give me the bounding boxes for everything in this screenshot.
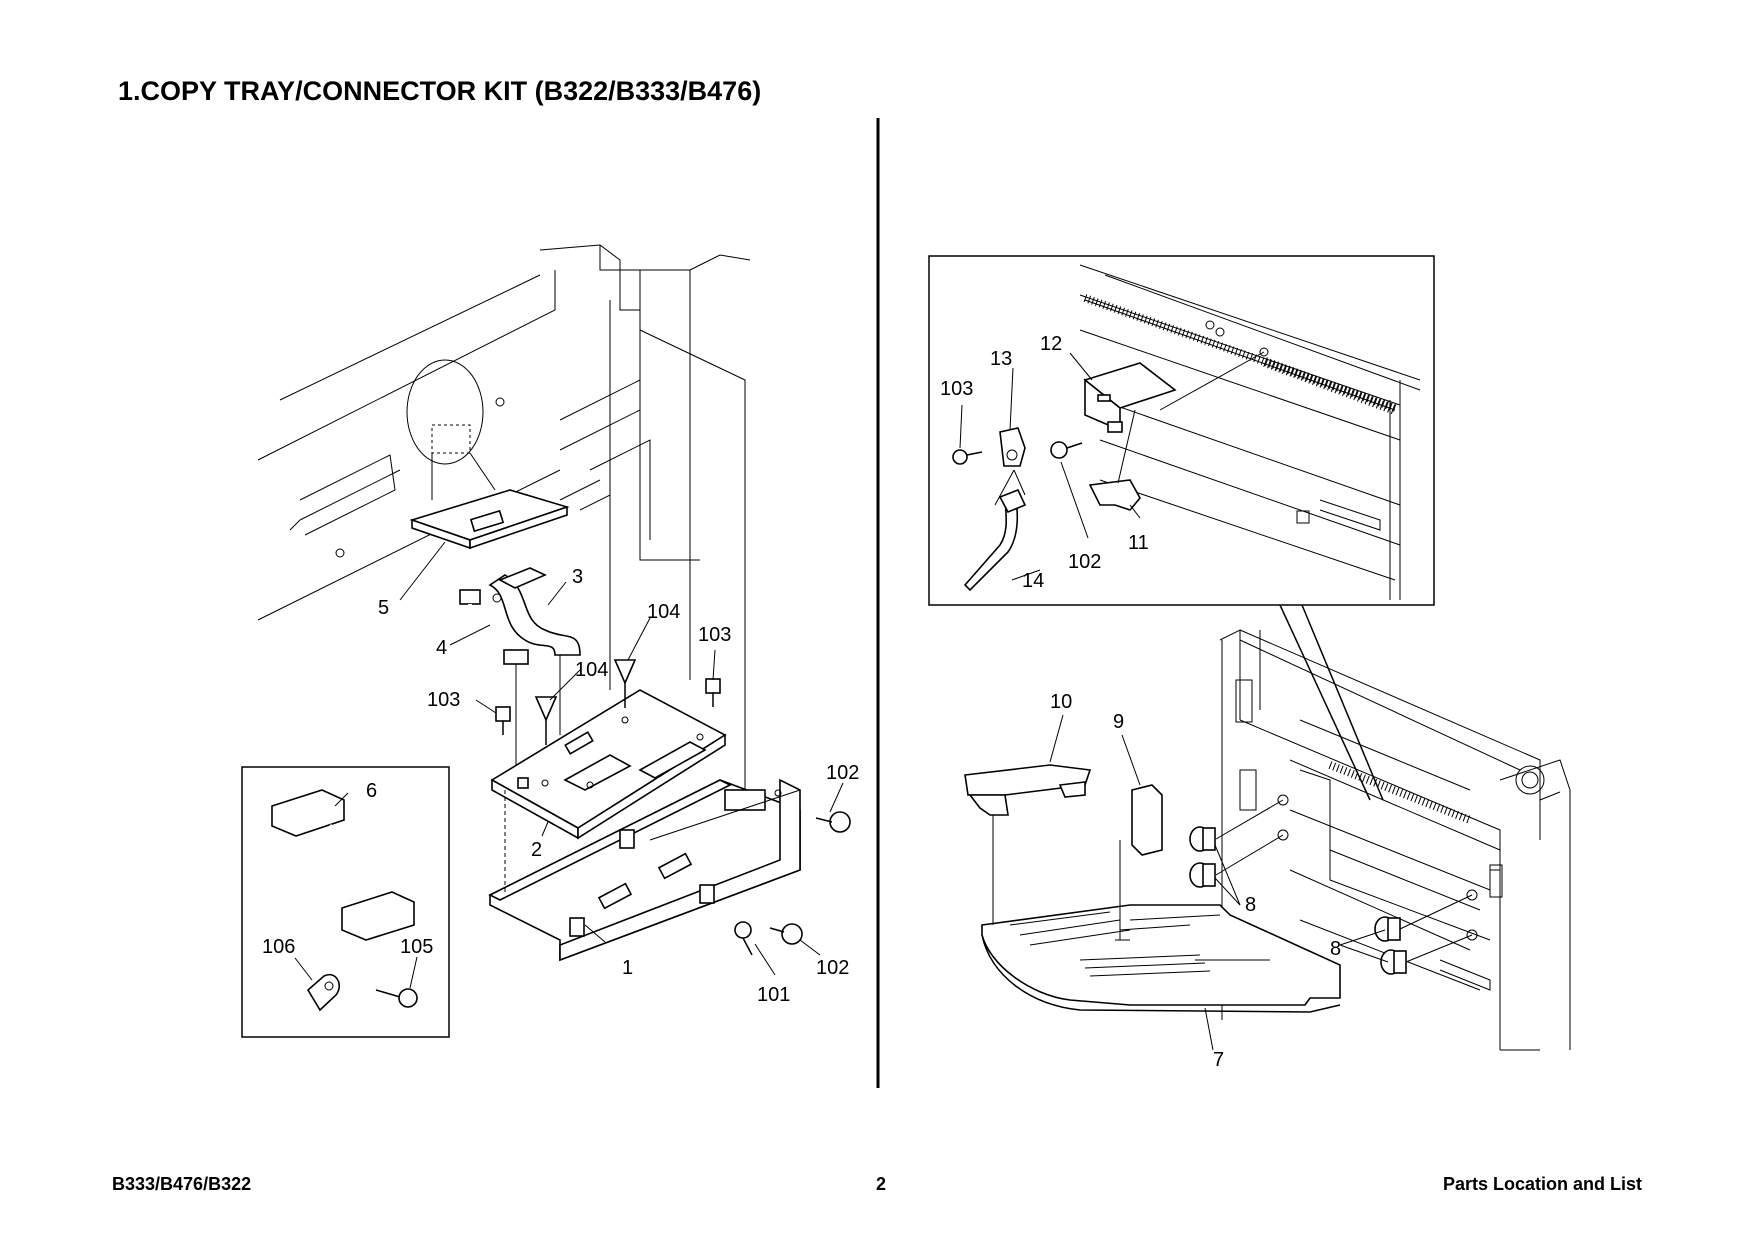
callout-14: 14	[1022, 570, 1044, 592]
callout-10: 10	[1050, 691, 1072, 713]
callout-104-b: 104	[575, 659, 608, 681]
footer-page-number: 2	[876, 1174, 887, 1194]
leaders-right-main	[1049, 714, 1473, 1051]
screw-102-c	[1050, 441, 1083, 459]
part-11-clip	[1088, 479, 1141, 511]
callout-7: 7	[1213, 1049, 1224, 1071]
screw-101	[734, 921, 753, 956]
left-figure: 1 2 3 4 5 6 101 102 102 103 103 104 104 …	[241, 244, 859, 1038]
leaders-left	[294, 541, 844, 989]
frame-round-opening	[406, 359, 484, 465]
inset-box-right	[928, 255, 1435, 606]
screw-103-b	[705, 678, 721, 707]
part-14-lever	[963, 488, 1027, 592]
callout-5: 5	[378, 597, 389, 619]
inset-machine-detail	[1079, 264, 1421, 600]
callout-4: 4	[436, 637, 447, 659]
footer-section-title: Parts Location and List	[1442, 1174, 1642, 1194]
callout-101: 101	[757, 984, 790, 1006]
callout-102-a: 102	[826, 762, 859, 784]
part-9-cover	[1119, 784, 1163, 940]
callouts-left: 1 2 3 4 5 6 101 102 102 103 103 104 104 …	[262, 566, 859, 1006]
part-7-copy-tray	[981, 904, 1341, 1013]
part-3-ribbon	[488, 567, 581, 735]
hidden-connector-outline	[431, 424, 471, 454]
callout-3: 3	[572, 566, 583, 588]
callout-102-c: 102	[1068, 551, 1101, 573]
page-title: 1.COPY TRAY/CONNECTOR KIT (B322/B333/B47…	[118, 76, 762, 106]
cap-8-d	[1380, 949, 1407, 975]
callout-102-b: 102	[816, 957, 849, 979]
cap-8-c	[1374, 916, 1401, 942]
screw-104-a	[534, 696, 558, 745]
part-5-board	[409, 452, 570, 550]
callout-103-c: 103	[940, 378, 973, 400]
callout-105: 105	[400, 936, 433, 958]
part-13-bracket	[999, 427, 1026, 467]
machine-frame-left	[257, 244, 751, 790]
callout-106: 106	[262, 936, 295, 958]
callout-8-b: 8	[1330, 938, 1341, 960]
callout-13: 13	[990, 348, 1012, 370]
inset-box-left	[241, 766, 450, 1038]
screw-103-a	[495, 706, 511, 735]
screws-left	[495, 659, 851, 956]
part-2-board	[490, 689, 727, 840]
machine-grille	[1328, 761, 1472, 824]
part-106-clamp	[306, 973, 340, 1012]
screw-104-b	[613, 659, 637, 708]
cap-8-a	[1189, 826, 1216, 852]
part-8-caps	[1189, 826, 1407, 975]
callout-6: 6	[366, 780, 377, 802]
part-1-bracket	[488, 778, 801, 962]
cap-8-b	[1189, 862, 1216, 888]
inset-serrated-edge	[1083, 294, 1397, 415]
callout-103-b: 103	[698, 624, 731, 646]
right-figure: 7 8 8 9 10 11 12 13 14 102 103	[928, 255, 1571, 1071]
machine-body-right	[1219, 629, 1571, 1051]
inset-screws	[952, 441, 1083, 465]
callouts-right: 7 8 8 9 10 11 12 13 14 102 103	[940, 333, 1341, 1071]
screw-103-c	[952, 449, 983, 465]
part-4-harness	[459, 589, 529, 775]
callout-2: 2	[531, 839, 542, 861]
part-12-bracket	[1083, 362, 1177, 433]
leaders-right-inset	[959, 351, 1265, 581]
callout-8-a: 8	[1245, 894, 1256, 916]
part-6-cable	[271, 789, 415, 941]
callout-104-a: 104	[647, 601, 680, 623]
callout-11: 11	[1128, 532, 1149, 554]
part-105-screw	[375, 988, 418, 1008]
callout-1: 1	[622, 957, 633, 979]
footer-model-codes: B333/B476/B322	[112, 1174, 252, 1194]
callout-9: 9	[1113, 711, 1124, 733]
callout-12: 12	[1040, 333, 1062, 355]
callout-103-a: 103	[427, 689, 460, 711]
screw-102-b	[769, 923, 803, 945]
screw-102-a	[815, 811, 851, 833]
part-10-handle	[964, 764, 1092, 925]
